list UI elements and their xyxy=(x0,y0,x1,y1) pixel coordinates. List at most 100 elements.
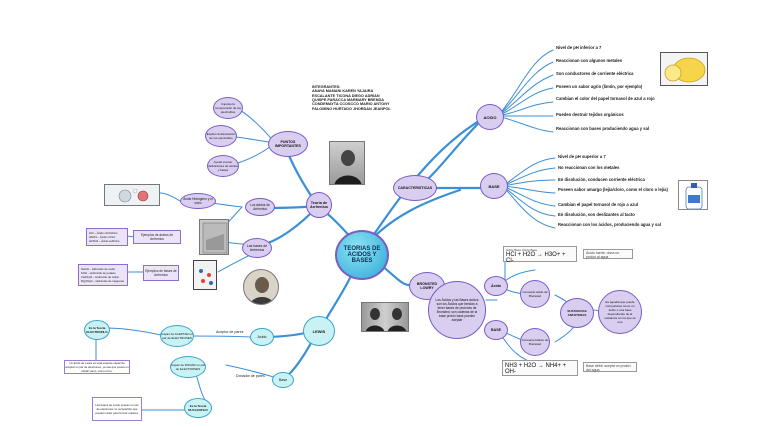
anfoteras-label: SUSTANCIAS ANFOTERAS xyxy=(567,309,587,317)
central-topic: TEORIAS DE ACIDOS Y BASES xyxy=(335,230,389,280)
anfoteras-definition-text: Es aquella que puede comportarse como un… xyxy=(604,300,636,324)
acid-property: Reaccionan con bases produciendo agua y … xyxy=(556,126,650,131)
acido-definition: Ácido Hidrógeno y el cloro xyxy=(180,193,216,209)
ejemplos-acido-label: Ejemplos de ácidos de Arrhenius xyxy=(140,233,174,241)
punto-3-text: Ayudó a tener definiciones de ácidos y b… xyxy=(208,160,238,172)
note-top: Ácido fuerte: dona un protón al agua xyxy=(583,249,633,259)
acido-bl-node: Ácido xyxy=(484,276,508,296)
anfoteras-definition: Es aquella que puede comportarse como un… xyxy=(598,290,642,334)
bases-list-box: NaOH – Hidróxido de sodio KOH – Hidróxid… xyxy=(78,264,128,286)
scientist-portrait xyxy=(243,269,279,305)
punto-1-text: Impulso la comprensión de los electrolit… xyxy=(214,102,241,114)
note-bottom: Base débil: acepta un protón del agua xyxy=(583,362,637,372)
base-bl-label: BASE xyxy=(491,328,501,332)
base-property: Nivel de pH superior a 7 xyxy=(558,154,606,159)
nucleofilo-node: Es la Teoría NUCLEOFILO xyxy=(184,398,212,418)
equation-top: Ácido Base Ácido Base HCl + H2O → H3O+ +… xyxy=(503,246,577,264)
nucleofilo-text: Es la Teoría NUCLEOFILO xyxy=(188,404,208,412)
bronsted-lowry-photo xyxy=(361,302,409,332)
bleach-bottle-icon xyxy=(685,183,703,209)
acido-node: ACIDO xyxy=(476,104,504,130)
member-name: PALOMINO HURTADO JHORDAN JEANPOL xyxy=(312,106,391,111)
member-name: ANAYA MAMANI KAREN YAJAIRA xyxy=(312,89,374,94)
beaker-image xyxy=(199,219,229,255)
capaz-donar-node: Capaz de DONAR un par de ELECTRONES xyxy=(170,356,206,378)
members-list: INTEGRANTES: ANAYA MAMANI KAREN YAJAIRA … xyxy=(312,85,432,111)
portrait-silhouette-icon xyxy=(249,277,275,304)
base-property: Reaccionan con los ácidos, produciendo a… xyxy=(558,222,661,227)
acido-definition-text: Ácido Hidrógeno y el cloro xyxy=(183,197,213,205)
portrait-silhouette-icon xyxy=(334,150,362,184)
anfoteras-node: SUSTANCIAS ANFOTERAS xyxy=(560,298,594,328)
punto-2-text: Explico la disociación de los electrolit… xyxy=(206,132,236,140)
caracteristicas-label: CARACTERISTICAS xyxy=(397,186,433,190)
note-bottom-text: Base débil: acepta un protón del agua xyxy=(586,364,631,372)
acid-property: Pueden destruir tejidos orgánicos xyxy=(556,112,624,117)
ejemplos-acido-box: Ejemplos de ácidos de Arrhenius xyxy=(133,230,181,244)
bronsted-definition: Los Ácidos y las Bases ácidos son los Ác… xyxy=(428,281,486,339)
acid-property: Son conductores de corriente eléctrica xyxy=(556,71,634,76)
equation-top-text: HCl + H2O → H3O+ + Cl- xyxy=(506,252,566,264)
punto-1: Impulso la comprensión de los electrolit… xyxy=(213,97,243,119)
concepto-base-text: Concepto básico de Brønsted xyxy=(521,338,549,346)
member-name: QUISPE PARACCA MARMARY BRENDA xyxy=(312,98,384,103)
portrait-silhouette-icon xyxy=(365,308,407,331)
acid-property: Cambian el color del papel tornasol de a… xyxy=(556,96,655,101)
base-property: Cambian el papel tornasol de rojo a azul xyxy=(558,202,639,207)
lemon-icon xyxy=(664,57,706,83)
base-example: Mg(OH)2 – Hidróxido de magnesio xyxy=(81,279,125,283)
bases-arrhenius-label: Las bases de Arrhenius xyxy=(246,244,268,252)
bases-arrhenius-node: Las bases de Arrhenius xyxy=(242,238,272,258)
acido-bl-label: Ácido xyxy=(491,284,501,288)
base-property: En disolución, son deslizantes al tacto xyxy=(558,212,635,217)
molecule-icon xyxy=(118,188,149,203)
arrhenius-portrait xyxy=(329,141,365,185)
electrofilo-text: Es la Teoría ELECTROFILO xyxy=(86,326,108,334)
capaz-aceptar-node: Capaz de ACEPTAR un par de ELECTRONES xyxy=(160,325,194,347)
acid-property: Reaccionan con algunos metales xyxy=(556,58,623,63)
bleach-image xyxy=(678,180,708,210)
concepto-acido-text: Concepto ácido de Brønsted xyxy=(522,290,548,298)
equation-bottom-text: NH3 + H2O → NH4+ + OH- xyxy=(505,363,567,375)
members-title: INTEGRANTES: xyxy=(312,85,341,89)
acidos-arrhenius-node: Los ácidos de Arrhenius xyxy=(245,198,275,216)
puntos-label: PUNTOS IMPORTANTES xyxy=(275,140,301,148)
note-top-text: Ácido fuerte: dona un protón al agua xyxy=(586,251,620,259)
aceptor-label: Aceptor de pares xyxy=(216,330,244,334)
ejemplos-base-label: Ejemplos de bases de Arrhenius xyxy=(145,269,177,277)
acidos-list-box: HCl – Ácido clorhídrico HNO3 – Ácido nít… xyxy=(86,228,128,246)
capaz-aceptar-text: Capaz de ACEPTAR un par de ELECTRONES xyxy=(161,332,193,340)
lemon-image xyxy=(660,52,708,86)
arrhenius-label: Teoria de Arrhenius xyxy=(310,201,328,209)
member-name: CONDEMAYTA CCOSCCO MARIO ANTONY xyxy=(312,102,390,107)
base-lewis-definition: Las bases de Lewis poseen un par de elec… xyxy=(92,397,142,421)
acido-label: ACIDO xyxy=(483,114,497,120)
molecule-image xyxy=(104,184,160,206)
equation-top-roles: Ácido Base Ácido Base xyxy=(506,248,538,252)
capaz-donar-text: Capaz de DONAR un par de ELECTRONES xyxy=(171,363,205,371)
bronsted-definition-text: Los Ácidos y las Bases ácidos son los Ác… xyxy=(435,298,479,322)
acido-lewis-definition-text: Un ácido de Lewis es toda especie capaz … xyxy=(65,361,129,373)
electrofilo-node: Es la Teoría ELECTROFILO xyxy=(84,320,110,340)
base-example: Ca(OH)2 – Hidróxido de calcio xyxy=(81,275,119,279)
base-lewis-label: Base xyxy=(278,378,288,382)
base-example: NaOH – Hidróxido de sodio xyxy=(81,267,116,271)
ions-icon xyxy=(199,269,213,285)
acido-lewis-node: Acido xyxy=(250,328,274,346)
base-label: BASE xyxy=(488,183,500,189)
equation-bottom: NH3 + H2O → NH4+ + OH- xyxy=(502,360,578,376)
base-example: KOH – Hidróxido de potasio xyxy=(81,271,116,275)
bronsted-label: BRONSTED LOWRY xyxy=(416,282,438,290)
acido-example: HNO3 – Ácido nítrico xyxy=(89,235,116,239)
acido-lewis-definition: Un ácido de Lewis es toda especie capaz … xyxy=(64,360,130,374)
punto-2: Explico la disociación de los electrolit… xyxy=(205,125,237,147)
member-name: ESCALANTE TICONA DIEGO ADRIAN xyxy=(312,93,380,98)
lewis-label: LEWIS xyxy=(312,328,326,334)
arrhenius-node: Teoria de Arrhenius xyxy=(306,192,332,218)
ions-image xyxy=(193,260,217,290)
base-bl-node: BASE xyxy=(484,320,508,340)
beaker-icon xyxy=(202,222,228,254)
base-node: BASE xyxy=(480,173,508,199)
base-property: Poseen sabor amargo (lejía/cloro, como e… xyxy=(558,187,668,192)
acido-example: HCl – Ácido clorhídrico xyxy=(89,231,118,235)
